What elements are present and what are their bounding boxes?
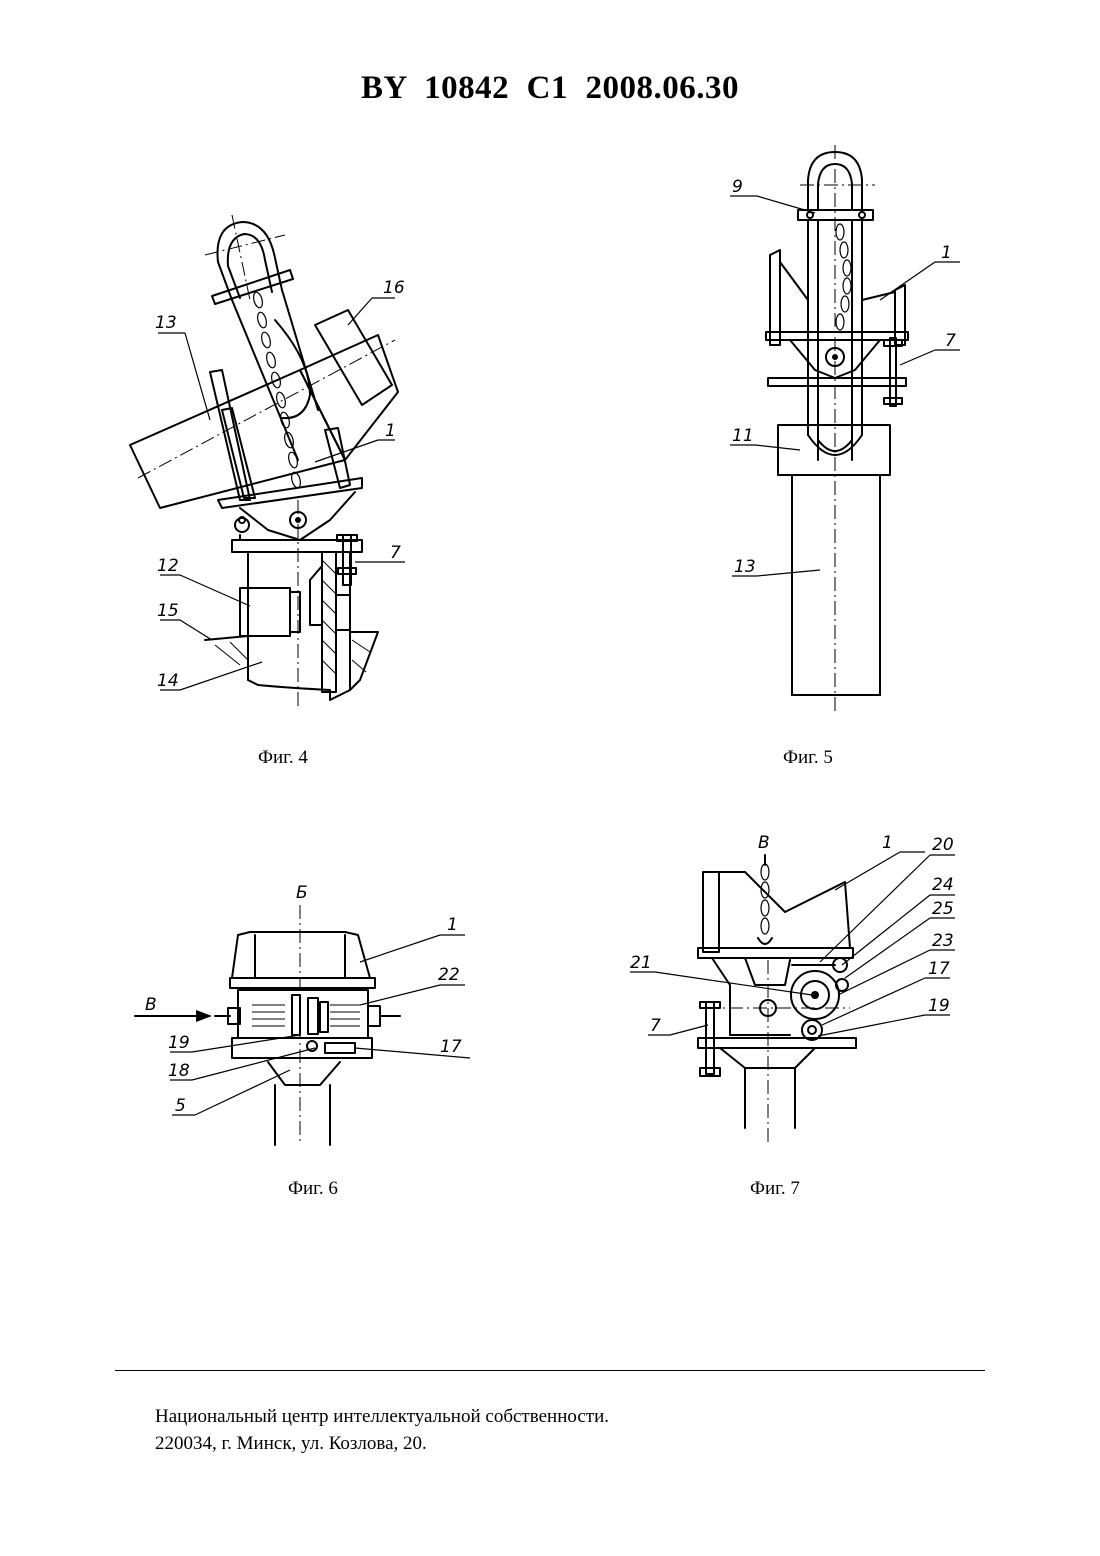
fig7-label-7: 7 xyxy=(650,1016,661,1036)
fig4-label-15: 15 xyxy=(157,601,179,621)
fig4-label-13: 13 xyxy=(155,313,177,333)
figure-6-drawing: Б В xyxy=(135,883,470,1145)
fig7-label-24: 24 xyxy=(932,875,954,895)
publisher-footer: Национальный центр интеллектуальной собс… xyxy=(155,1403,609,1457)
fig7-label-21: 21 xyxy=(630,953,652,973)
fig6-view-mark: Б xyxy=(296,883,308,903)
fig6-label-19: 19 xyxy=(168,1033,190,1053)
fig6-arrow-mark: В xyxy=(145,995,157,1015)
fig6-label-1: 1 xyxy=(447,915,458,935)
figure-5-drawing: 9 1 7 11 13 xyxy=(730,145,960,715)
fig6-label-18: 18 xyxy=(168,1061,190,1081)
fig7-label-17: 17 xyxy=(928,959,950,979)
fig4-label-1: 1 xyxy=(385,421,396,441)
figure-4-caption: Фиг. 4 xyxy=(258,747,308,769)
fig7-label-20: 20 xyxy=(932,835,954,855)
figure-7-drawing: В xyxy=(630,833,955,1145)
figure-5-caption: Фиг. 5 xyxy=(783,747,833,769)
fig7-view-mark: В xyxy=(758,833,770,853)
fig6-label-17: 17 xyxy=(440,1037,462,1057)
fig6-label-5: 5 xyxy=(175,1096,186,1116)
fig7-label-23: 23 xyxy=(932,931,954,951)
fig5-label-11: 11 xyxy=(732,426,754,446)
figure-4-drawing: 13 16 1 7 12 15 14 xyxy=(130,215,405,710)
fig5-label-9: 9 xyxy=(732,177,743,197)
fig5-label-13: 13 xyxy=(734,557,756,577)
footer-divider xyxy=(115,1370,985,1371)
fig4-label-12: 12 xyxy=(157,556,179,576)
fig4-label-7: 7 xyxy=(390,543,401,563)
fig5-label-1: 1 xyxy=(941,243,952,263)
fig5-label-7: 7 xyxy=(945,331,956,351)
figure-6-caption: Фиг. 6 xyxy=(288,1178,338,1200)
fig7-label-19: 19 xyxy=(928,996,950,1016)
footer-line-organization: Национальный центр интеллектуальной собс… xyxy=(155,1403,609,1430)
fig4-label-16: 16 xyxy=(383,278,405,298)
figure-7-caption: Фиг. 7 xyxy=(750,1178,800,1200)
footer-line-address: 220034, г. Минск, ул. Козлова, 20. xyxy=(155,1430,609,1457)
fig4-label-14: 14 xyxy=(157,671,179,691)
fig7-label-1: 1 xyxy=(882,833,893,853)
fig6-label-22: 22 xyxy=(438,965,460,985)
fig7-label-25: 25 xyxy=(932,899,954,919)
